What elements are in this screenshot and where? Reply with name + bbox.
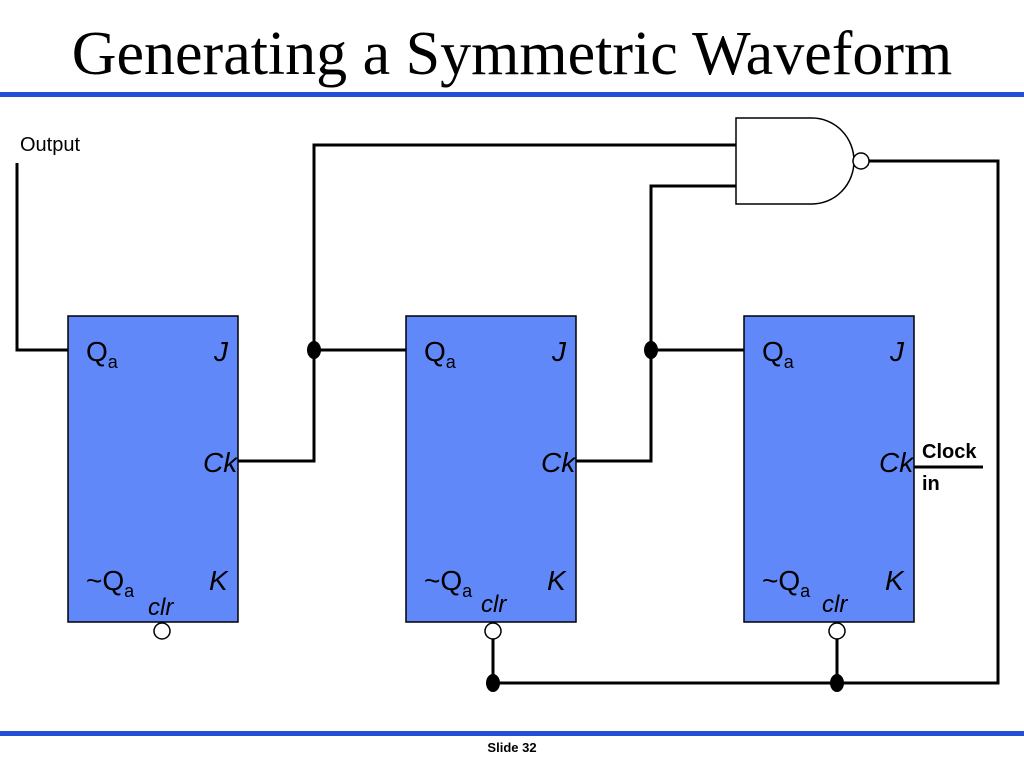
ff2-clr-bubble (484, 622, 502, 640)
ff1-nq-label: ~Qa (86, 565, 135, 601)
ff3-nq-label: ~Qa (762, 565, 811, 601)
ff3-k-label: K (885, 565, 905, 596)
top-divider (0, 92, 1024, 97)
ff3-q-wire (649, 184, 744, 352)
ff2-ck-wire (576, 350, 653, 463)
ff1-k-label: K (209, 565, 229, 596)
junction-dot (307, 341, 321, 359)
junction-dot (644, 341, 658, 359)
ff2-ck-label: Ck (541, 447, 577, 478)
ff1-ck-label: Ck (203, 447, 239, 478)
ff2-k-label: K (547, 565, 567, 596)
ff1-j-label: J (213, 336, 229, 367)
ff2-nq-label: ~Qa (424, 565, 473, 601)
ff2-q-label: Qa (424, 336, 457, 372)
ff1-clr-label: clr (148, 594, 174, 621)
ff3-q-label: Qa (762, 336, 795, 372)
ff1-q-label: Qa (86, 336, 119, 372)
ff2-q-wire (312, 143, 738, 352)
ff3-clr-label: clr (822, 591, 848, 618)
nand-gate (735, 117, 855, 205)
flipflop-3 (743, 315, 915, 623)
nand-output-bubble (852, 152, 870, 170)
junction-dot (486, 674, 500, 692)
ff2-clr-label: clr (481, 591, 507, 618)
clock-label-line2: in (922, 473, 940, 495)
nand-output-wire (493, 159, 1000, 685)
slide-number: Slide 32 (487, 740, 537, 755)
ff2-j-label: J (551, 336, 567, 367)
ff1-clr-bubble (153, 622, 171, 640)
ff3-clr-bubble (828, 622, 846, 640)
flipflop-1 (67, 315, 239, 623)
ff3-j-label: J (889, 336, 905, 367)
ff1-ck-wire (238, 350, 316, 463)
flipflop-2 (405, 315, 577, 623)
ff3-ck-label: Ck (879, 447, 915, 478)
output-wire (15, 163, 68, 352)
bottom-divider (0, 731, 1024, 736)
output-label: Output (20, 134, 80, 156)
slide-title: Generating a Symmetric Waveform (71, 20, 953, 88)
clock-label-line1: Clock (922, 441, 977, 463)
junction-dot (830, 674, 844, 692)
